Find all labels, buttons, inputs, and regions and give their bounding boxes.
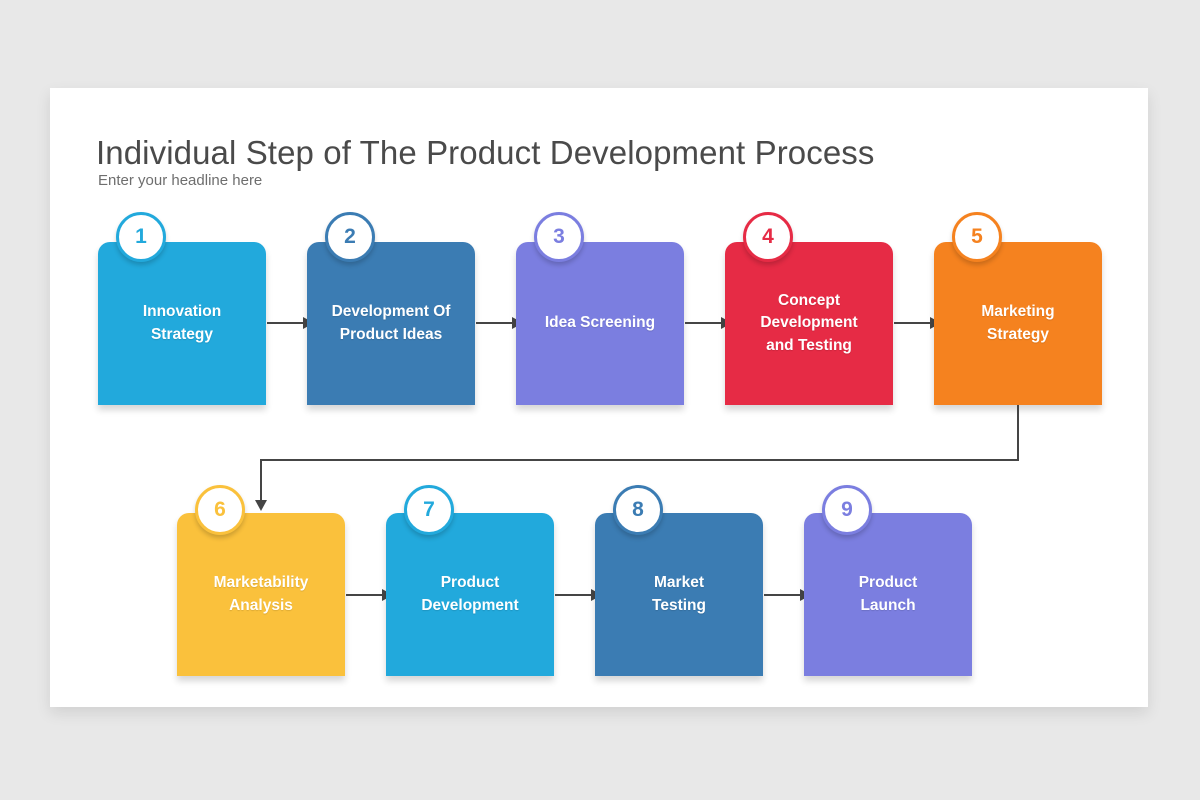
step-box-6[interactable]: Marketability Analysis	[177, 513, 345, 676]
step-number-8: 8	[632, 498, 644, 521]
arrow-1-to-2	[267, 322, 304, 324]
step-badge-5[interactable]: 5	[952, 212, 1002, 262]
step-box-1[interactable]: Innovation Strategy	[98, 242, 266, 405]
page-subtitle: Enter your headline here	[98, 172, 263, 189]
step-badge-1[interactable]: 1	[116, 212, 166, 262]
step-number-7: 7	[423, 498, 435, 521]
step-box-9[interactable]: Product Launch	[804, 513, 972, 676]
step-label-3: Idea Screening	[544, 314, 656, 332]
page-title: Individual Step of The Product Developme…	[96, 134, 875, 172]
step-badge-8[interactable]: 8	[613, 485, 663, 535]
step-box-2[interactable]: Development Of Product Ideas	[307, 242, 475, 405]
step-number-2: 2	[344, 225, 356, 248]
connector-5-to-6-horizontal	[260, 459, 1019, 461]
step-number-4: 4	[762, 225, 774, 248]
step-badge-2[interactable]: 2	[325, 212, 375, 262]
arrow-3-to-4	[685, 322, 722, 324]
step-badge-4[interactable]: 4	[743, 212, 793, 262]
step-label-8: Market Testing	[652, 574, 706, 614]
connector-5-to-6-vertical-left	[260, 459, 262, 502]
arrow-7-to-8	[555, 594, 592, 596]
step-label-6: Marketability Analysis	[213, 574, 309, 614]
step-box-4[interactable]: Concept Development and Testing	[725, 242, 893, 405]
step-box-7[interactable]: Product Development	[386, 513, 554, 676]
arrow-8-to-9	[764, 594, 801, 596]
step-number-9: 9	[841, 498, 853, 521]
step-badge-3[interactable]: 3	[534, 212, 584, 262]
step-box-3[interactable]: Idea Screening	[516, 242, 684, 405]
step-label-4: Concept Development and Testing	[760, 291, 858, 354]
step-label-9: Product Launch	[858, 574, 918, 614]
step-box-8[interactable]: Market Testing	[595, 513, 763, 676]
step-label-2: Development Of Product Ideas	[331, 303, 451, 343]
step-label-1: Innovation Strategy	[142, 303, 222, 343]
connector-5-to-6-vertical-right	[1017, 405, 1019, 461]
step-badge-6[interactable]: 6	[195, 485, 245, 535]
arrow-6-to-7	[346, 594, 383, 596]
arrow-4-to-5	[894, 322, 931, 324]
arrow-2-to-3	[476, 322, 513, 324]
step-number-5: 5	[971, 225, 983, 248]
connector-5-to-6-arrow-head	[255, 500, 267, 511]
step-badge-7[interactable]: 7	[404, 485, 454, 535]
step-label-5: Marketing Strategy	[981, 303, 1055, 343]
step-badge-9[interactable]: 9	[822, 485, 872, 535]
step-number-3: 3	[553, 225, 565, 248]
slide-card: Individual Step of The Product Developme…	[50, 88, 1148, 707]
step-box-5[interactable]: Marketing Strategy	[934, 242, 1102, 405]
step-label-7: Product Development	[421, 574, 519, 614]
step-number-6: 6	[214, 498, 226, 521]
step-number-1: 1	[135, 225, 147, 248]
